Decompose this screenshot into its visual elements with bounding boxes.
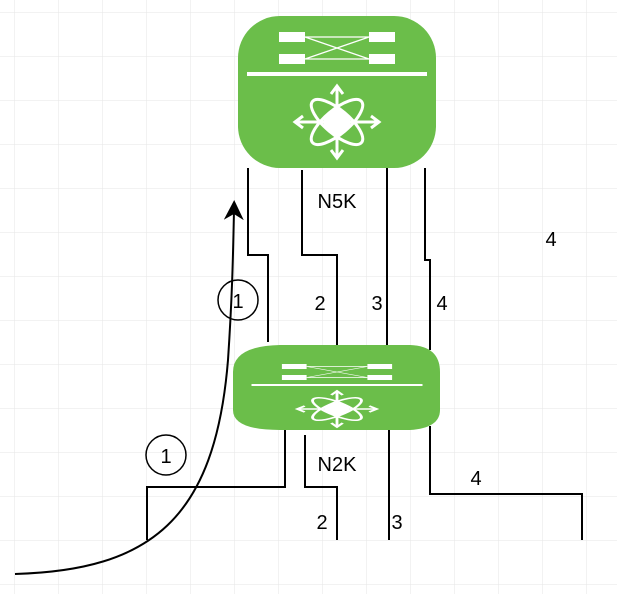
- port-label: 3: [391, 512, 402, 534]
- step-number: 1: [232, 291, 243, 313]
- port-label: 3: [371, 293, 382, 315]
- flow-arrow[interactable]: [14, 200, 244, 575]
- n5k-label: N5K: [318, 191, 358, 213]
- port-label: 4: [436, 293, 447, 315]
- port-label: 4: [470, 468, 481, 490]
- link-1-top[interactable]: [247, 168, 269, 342]
- step-marker-1-bottom: 1: [145, 434, 187, 476]
- step-marker-1-top: 1: [217, 279, 259, 321]
- link-2-bottom[interactable]: [304, 435, 338, 540]
- link-4-bottom[interactable]: [429, 426, 583, 540]
- step-number: 1: [160, 446, 171, 468]
- port-label: 2: [314, 293, 325, 315]
- n5k-switch[interactable]: [238, 16, 436, 168]
- link-4-top[interactable]: [424, 168, 431, 350]
- link-1-bottom[interactable]: [146, 430, 286, 540]
- port-label: 2: [316, 512, 327, 534]
- n2k-label: N2K: [318, 454, 358, 476]
- n2k-switch[interactable]: [233, 345, 440, 430]
- link-2-top[interactable]: [301, 170, 338, 346]
- floating-label: 4: [545, 229, 556, 251]
